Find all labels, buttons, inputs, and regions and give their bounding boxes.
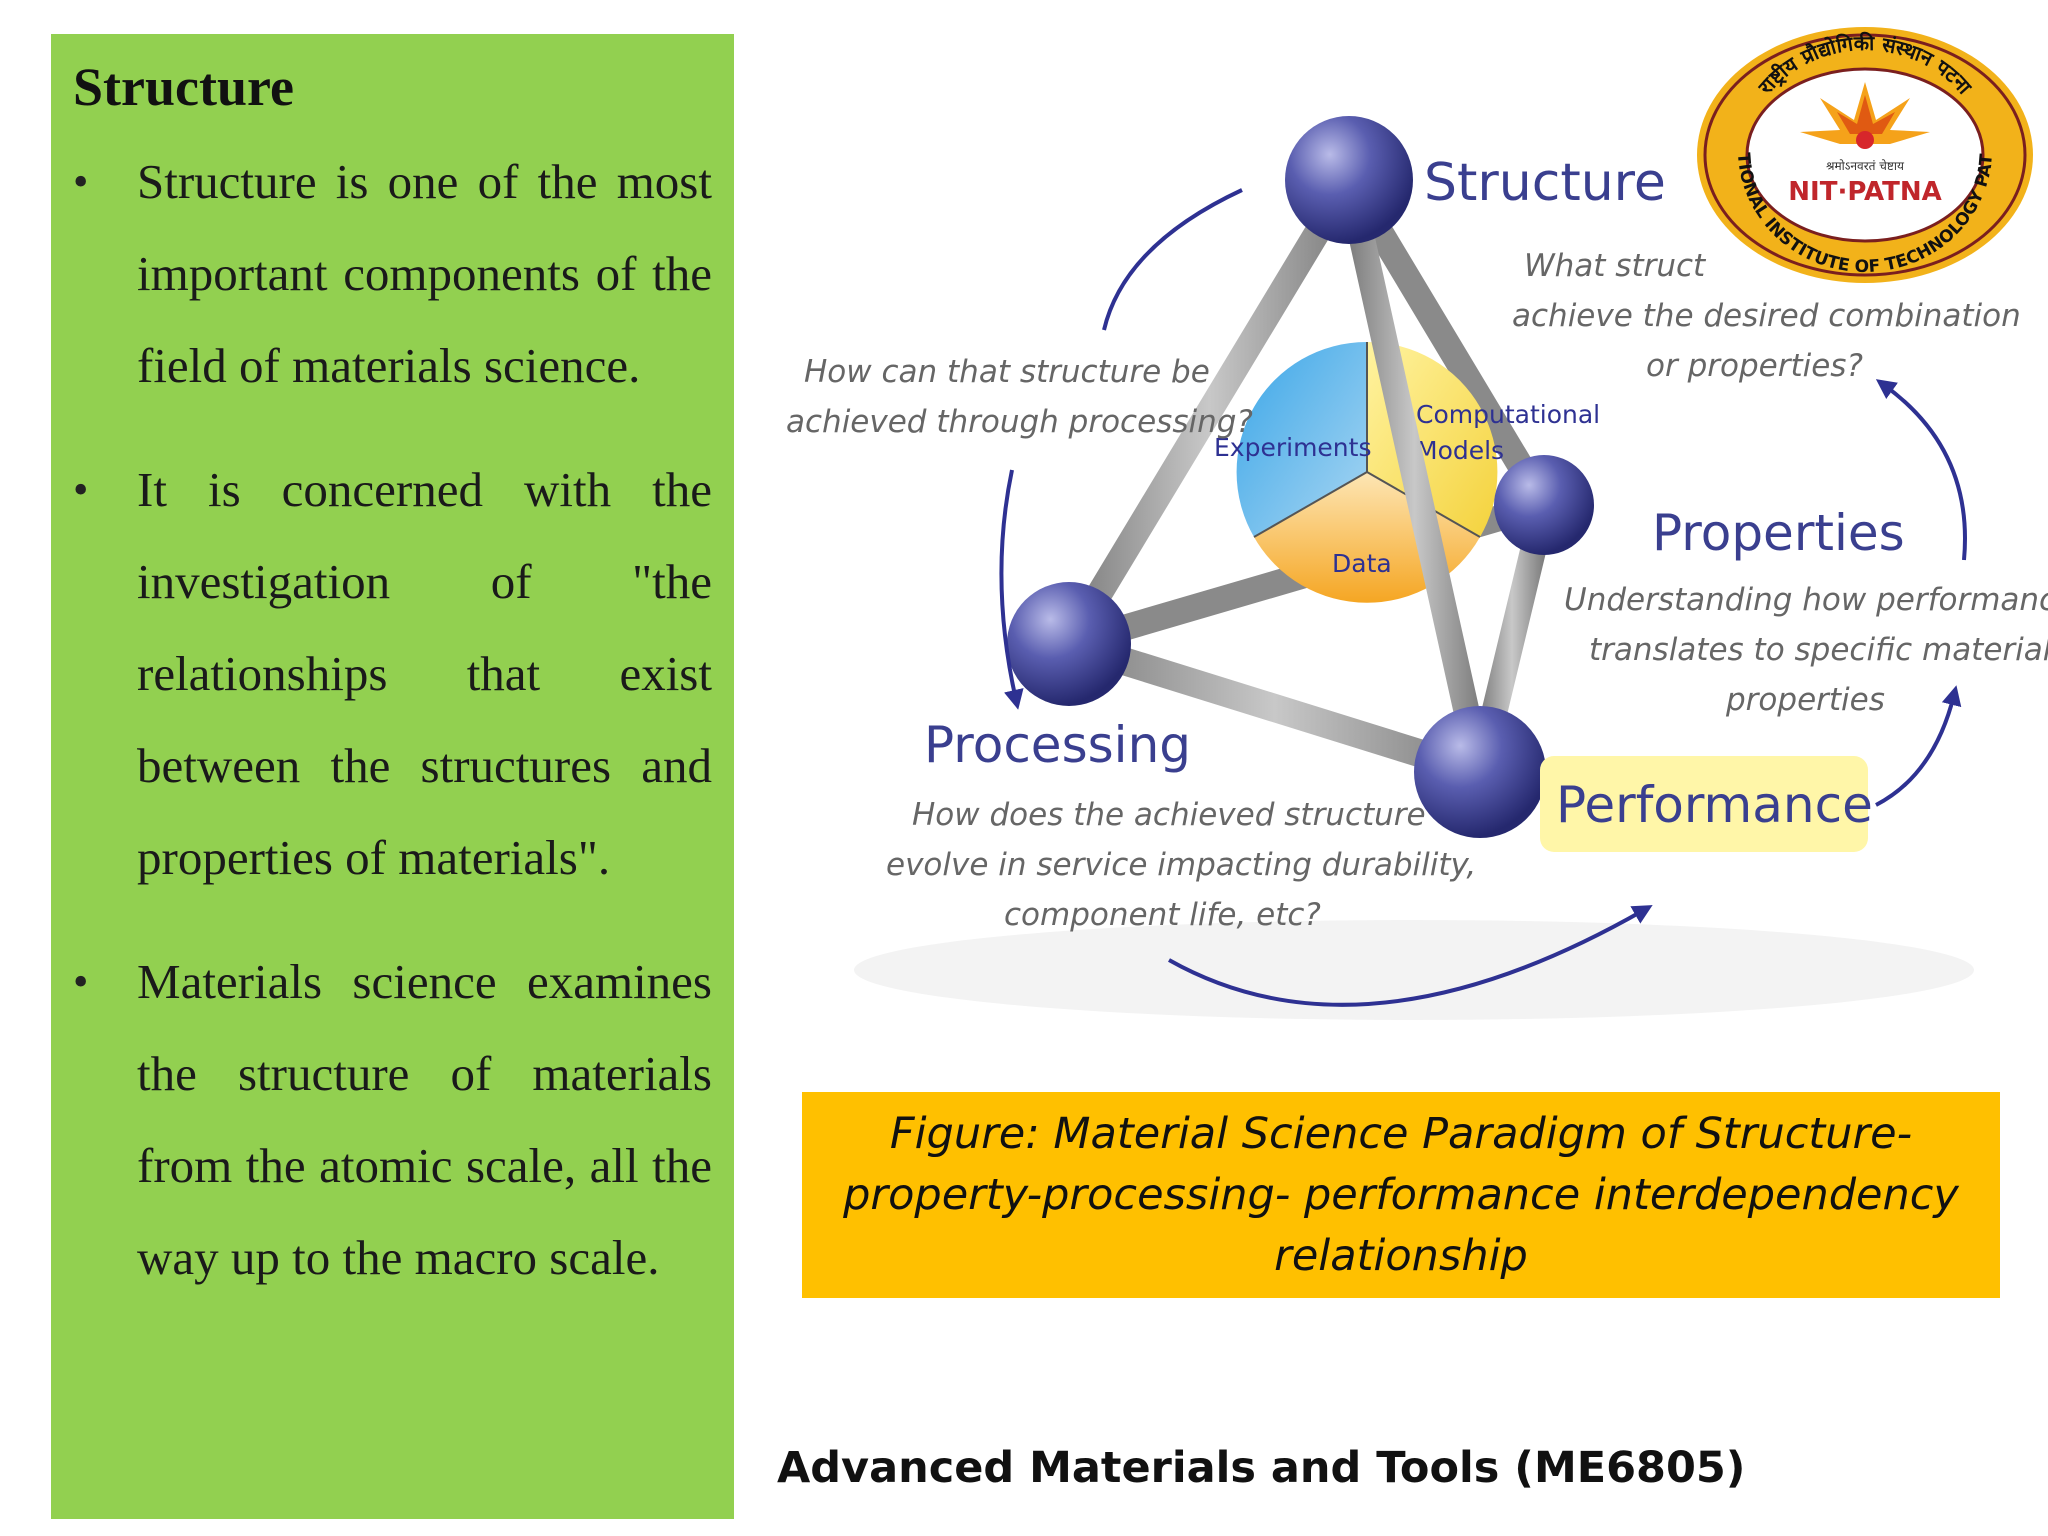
pie-experiments-segment xyxy=(1236,341,1367,537)
figure-caption: Figure: Material Science Paradigm of Str… xyxy=(802,1092,2000,1298)
figure-caption-text: Figure: Material Science Paradigm of Str… xyxy=(843,1108,1959,1281)
processing-title: Processing xyxy=(924,716,1191,774)
bullet-item: • Materials science examines the structu… xyxy=(73,936,712,1304)
processing-question-line: achieved through processing? xyxy=(786,404,1253,440)
sun-emblem-icon xyxy=(1800,82,1930,149)
bullet-item: • It is concerned with the investigation… xyxy=(73,444,712,904)
properties-title: Properties xyxy=(1652,504,1905,562)
processing-desc-line: evolve in service impacting durability, xyxy=(886,847,1476,883)
bullet-glyph: • xyxy=(73,957,89,1006)
logo-inner-field xyxy=(1745,67,1985,243)
logo-center-label: NIT·PATNA xyxy=(1788,177,1941,207)
structure-question-line: or properties? xyxy=(1646,348,1863,384)
structure-node xyxy=(1285,116,1413,244)
processing-question-line: How can that structure be xyxy=(804,354,1210,390)
pie-label-data: Data xyxy=(1332,549,1392,578)
rod xyxy=(1056,167,1362,657)
diagram-shadow xyxy=(854,920,1974,1020)
logo-motto: श्रमोऽनवरतं चेष्टाय xyxy=(1826,159,1905,173)
processing-node xyxy=(1007,582,1131,706)
course-footer: Advanced Materials and Tools (ME6805) xyxy=(777,1443,1746,1493)
pie-label-computational: Computational xyxy=(1416,400,1600,429)
bullet-item: • Structure is one of the most important… xyxy=(73,136,712,412)
properties-node xyxy=(1494,455,1594,555)
bullet-glyph: • xyxy=(73,465,89,514)
rod xyxy=(1336,167,1493,785)
pie-divider xyxy=(1253,471,1368,538)
performance-title: Performance xyxy=(1556,776,1873,834)
pie-label-models: Models xyxy=(1416,436,1504,465)
rod xyxy=(1055,630,1494,786)
performance-box xyxy=(1540,756,1868,852)
structure-question-line: What struct xyxy=(1524,248,1707,284)
nit-patna-logo: राष्ट्रीय प्रौद्योगिकी संस्थान पटना NATI… xyxy=(1690,20,2033,283)
bullet-text: Structure is one of the most important c… xyxy=(137,154,712,393)
processing-desc-line: component life, etc? xyxy=(1004,897,1321,933)
properties-desc-line: properties xyxy=(1725,682,1885,718)
processing-desc-line: How does the achieved structure xyxy=(912,797,1426,833)
structure-title: Structure xyxy=(1424,153,1666,213)
properties-desc-line: translates to specific material xyxy=(1589,632,2048,668)
arrow-properties-to-structure xyxy=(1875,379,1967,561)
text-panel: Structure • Structure is one of the most… xyxy=(51,34,734,1519)
properties-desc-line: Understanding how performance xyxy=(1564,582,2048,618)
bullet-glyph: • xyxy=(73,157,89,206)
bullet-text: It is concerned with the investigation o… xyxy=(137,462,712,885)
section-heading: Structure xyxy=(73,57,294,117)
structure-question-line: achieve the desired combination xyxy=(1512,298,2021,334)
bullet-text: Materials science examines the structure… xyxy=(137,954,712,1285)
arrow-processing-to-performance xyxy=(1168,905,1653,1007)
arrow-performance-to-properties xyxy=(1875,685,1962,807)
arrow-structure-to-processing xyxy=(1102,188,1243,331)
arrow-processing-down xyxy=(999,469,1024,710)
logo-ring-border xyxy=(1703,33,2027,277)
performance-node xyxy=(1414,706,1546,838)
pie-label-experiments: Experiments xyxy=(1214,433,1371,462)
